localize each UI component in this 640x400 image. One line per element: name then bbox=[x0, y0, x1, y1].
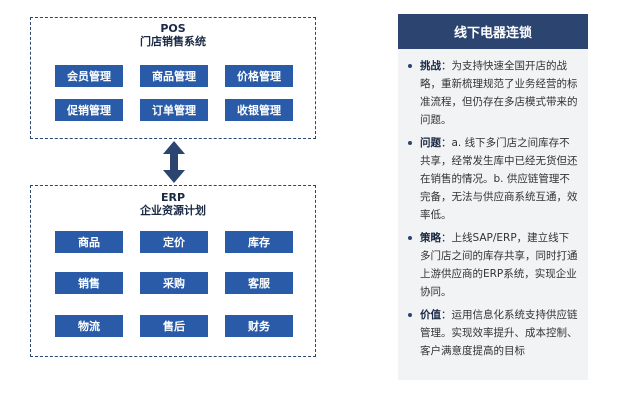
pos-title: POS 门店销售系统 bbox=[31, 22, 315, 48]
panel-item-text: ：运用信息化系统支持供应链管理。实现效率提升、成本控制、客户满意度提高的目标 bbox=[420, 309, 578, 357]
bullet-icon bbox=[408, 313, 412, 317]
panel-item-problem: 问题：a. 线下多门店之间库存不共享，经常发生库中已经无货但还在销售的情况。b.… bbox=[408, 134, 578, 224]
pos-system-box: POS 门店销售系统 会员管理 商品管理 价格管理 促销管理 订单管理 收银管理 bbox=[30, 17, 316, 139]
erp-module-product: 商品 bbox=[55, 231, 123, 253]
erp-module-finance: 财务 bbox=[225, 315, 293, 337]
bullet-icon bbox=[408, 236, 412, 240]
panel-item-term: 挑战 bbox=[420, 60, 441, 72]
panel-item-value: 价值：运用信息化系统支持供应链管理。实现效率提升、成本控制、客户满意度提高的目标 bbox=[408, 306, 578, 360]
erp-module-purchasing: 采购 bbox=[140, 272, 208, 294]
bidirectional-arrow-icon bbox=[163, 141, 185, 183]
erp-title-line1: ERP bbox=[160, 191, 186, 204]
erp-module-service: 客服 bbox=[225, 272, 293, 294]
panel-item-text: ：a. 线下多门店之间库存不共享，经常发生库中已经无货但还在销售的情况。b. 供… bbox=[420, 137, 578, 221]
panel-item-text: ：为支持快速全国开店的战略，重新梳理规范了业务经营的标准流程，但仍存在多店模式带… bbox=[420, 60, 578, 126]
panel-item-term: 问题 bbox=[420, 137, 441, 149]
bullet-icon bbox=[408, 141, 412, 145]
pos-module-cashier: 收银管理 bbox=[225, 99, 293, 121]
pos-module-order: 订单管理 bbox=[140, 99, 208, 121]
case-panel: 线下电器连锁 挑战：为支持快速全国开店的战略，重新梳理规范了业务经营的标准流程，… bbox=[398, 14, 588, 380]
panel-item-strategy: 策略：上线SAP/ERP，建立线下多门店之间的库存共享，同时打通上游供应商的ER… bbox=[408, 229, 578, 301]
panel-list: 挑战：为支持快速全国开店的战略，重新梳理规范了业务经营的标准流程，但仍存在多店模… bbox=[398, 49, 588, 360]
erp-module-logistics: 物流 bbox=[55, 315, 123, 337]
pos-title-line1: POS bbox=[160, 22, 186, 35]
erp-module-after-sales: 售后 bbox=[140, 315, 208, 337]
panel-title: 线下电器连锁 bbox=[398, 14, 588, 49]
pos-title-line2: 门店销售系统 bbox=[140, 35, 206, 48]
pos-module-promotion: 促销管理 bbox=[55, 99, 123, 121]
pos-module-price: 价格管理 bbox=[225, 65, 293, 87]
erp-system-box: ERP 企业资源计划 商品 定价 库存 销售 采购 客服 物流 售后 财务 bbox=[30, 185, 316, 357]
panel-item-text: ：上线SAP/ERP，建立线下多门店之间的库存共享，同时打通上游供应商的ERP系… bbox=[420, 232, 578, 298]
erp-title-line2: 企业资源计划 bbox=[140, 204, 206, 217]
panel-item-term: 策略 bbox=[420, 232, 441, 244]
erp-module-pricing: 定价 bbox=[140, 231, 208, 253]
erp-module-sales: 销售 bbox=[55, 272, 123, 294]
bullet-icon bbox=[408, 64, 412, 68]
pos-module-member: 会员管理 bbox=[55, 65, 123, 87]
erp-module-inventory: 库存 bbox=[225, 231, 293, 253]
panel-item-term: 价值 bbox=[420, 309, 441, 321]
erp-title: ERP 企业资源计划 bbox=[31, 191, 315, 217]
pos-module-product: 商品管理 bbox=[140, 65, 208, 87]
panel-item-challenge: 挑战：为支持快速全国开店的战略，重新梳理规范了业务经营的标准流程，但仍存在多店模… bbox=[408, 57, 578, 129]
